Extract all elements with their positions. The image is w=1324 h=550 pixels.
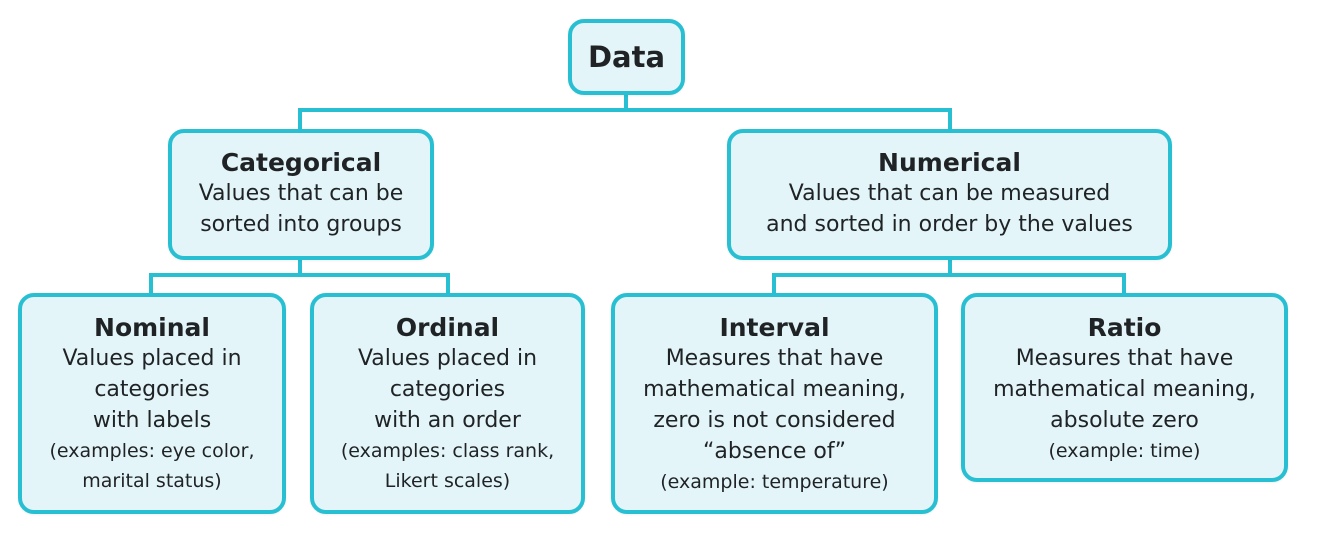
categorical-node: Categorical Values that can be sorted in…	[168, 129, 434, 260]
categorical-title: Categorical	[220, 148, 382, 177]
nominal-desc-line1: Values placed in	[62, 346, 242, 371]
ratio-node: Ratio Measures that have mathematical me…	[961, 293, 1288, 482]
nominal-example-line2: marital status)	[82, 470, 222, 492]
interval-title: Interval	[719, 313, 830, 342]
nominal-example-line1: (examples: eye color,	[49, 440, 255, 462]
ordinal-desc-line2: categories	[389, 377, 506, 402]
interval-example-line1: (example: temperature)	[660, 471, 889, 493]
data-title: Data	[587, 40, 666, 74]
interval-node: Interval Measures that have mathematical…	[611, 293, 938, 514]
ratio-example-line1: (example: time)	[1048, 440, 1201, 462]
ordinal-node: Ordinal Values placed in categories with…	[310, 293, 585, 514]
numerical-desc-line2: and sorted in order by the values	[766, 212, 1133, 237]
nominal-title: Nominal	[94, 313, 210, 342]
numerical-desc-line1: Values that can be measured	[788, 181, 1111, 206]
categorical-desc-line2: sorted into groups	[200, 212, 402, 237]
numerical-title: Numerical	[878, 148, 1021, 177]
numerical-node: Numerical Values that can be measured an…	[727, 129, 1172, 260]
ratio-desc-line3: absolute zero	[1050, 408, 1199, 433]
ordinal-desc-line3: with an order	[374, 408, 521, 433]
interval-desc-line1: Measures that have	[665, 346, 884, 371]
interval-desc-line3: zero is not considered	[653, 408, 896, 433]
interval-desc-line2: mathematical meaning,	[643, 377, 906, 402]
ordinal-desc-line1: Values placed in	[357, 346, 538, 371]
ratio-title: Ratio	[1087, 313, 1162, 342]
nominal-desc-line3: with labels	[92, 408, 212, 433]
nominal-desc-line2: categories	[94, 377, 210, 402]
ordinal-example-line2: Likert scales)	[384, 470, 511, 492]
ordinal-example-line1: (examples: class rank,	[340, 440, 555, 462]
data-node: Data	[568, 19, 685, 95]
ratio-desc-line2: mathematical meaning,	[993, 377, 1256, 402]
ordinal-title: Ordinal	[395, 313, 500, 342]
ratio-desc-line1: Measures that have	[1015, 346, 1234, 371]
nominal-node: Nominal Values placed in categories with…	[18, 293, 286, 514]
categorical-desc-line1: Values that can be	[198, 181, 404, 206]
interval-desc-line4: “absence of”	[702, 439, 846, 464]
